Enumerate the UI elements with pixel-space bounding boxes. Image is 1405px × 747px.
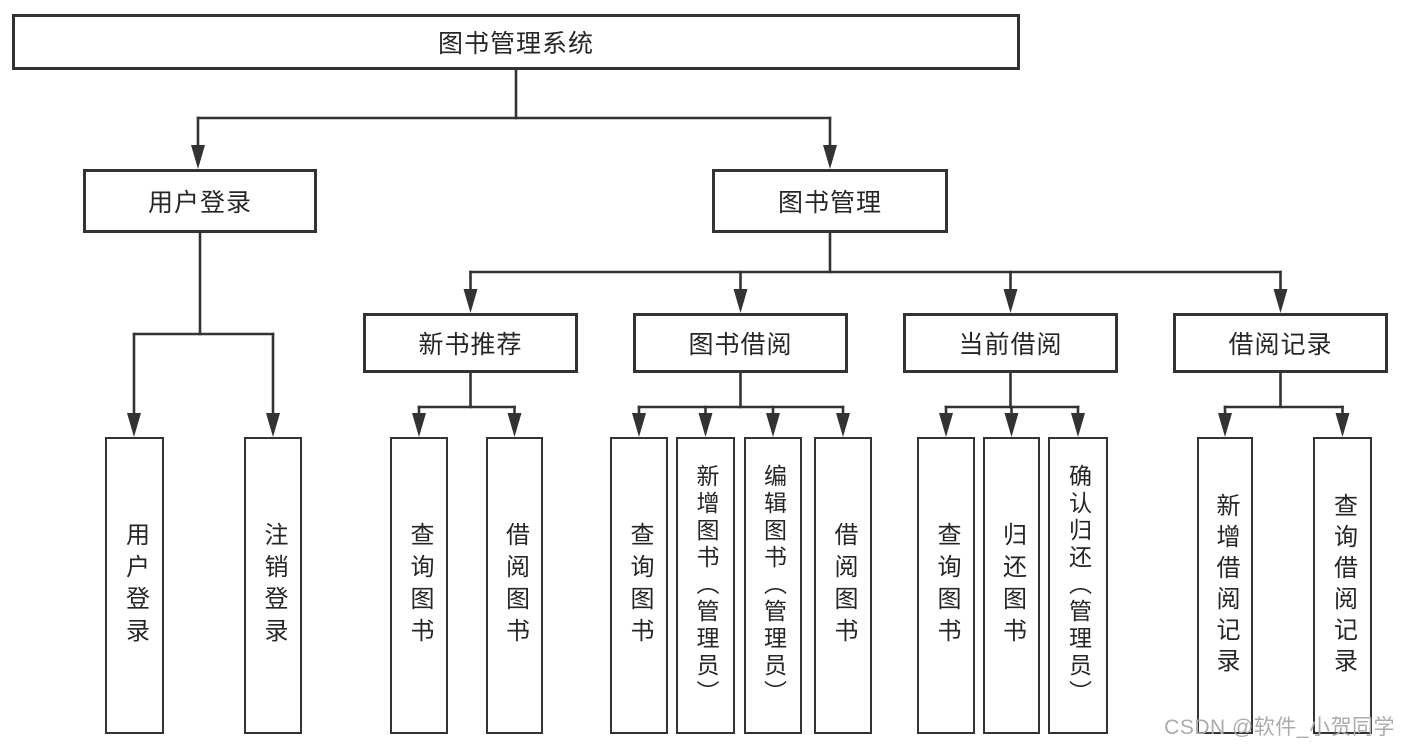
node-root-system: 图书管理系统 (12, 14, 1020, 70)
node-current-borrow: 当前借阅 (903, 313, 1118, 373)
leaf-query-books-current: 查询图书 (917, 437, 975, 734)
node-label: 新增图书（管理员） (693, 464, 719, 707)
connector-root-to-level2 (191, 68, 837, 169)
leaf-add-borrow-record: 新增借阅记录 (1197, 437, 1253, 734)
connector-new-book-group (412, 371, 522, 437)
leaf-borrow-books: 借阅图书 (814, 437, 872, 734)
node-borrow-record: 借阅记录 (1173, 313, 1388, 373)
connector-book-management-to-level3 (463, 231, 1288, 313)
connector-borrow-record-group (1218, 371, 1350, 437)
node-label: 新增借阅记录 (1212, 492, 1239, 679)
node-label: 查询图书 (626, 521, 653, 650)
node-label: 归还图书 (998, 521, 1026, 650)
leaf-user-login: 用户登录 (105, 437, 164, 734)
leaf-query-books-borrow: 查询图书 (610, 437, 668, 734)
node-new-book-recommend: 新书推荐 (363, 313, 578, 373)
leaf-borrow-books-recommend: 借阅图书 (486, 437, 543, 734)
connector-current-borrow-group (939, 371, 1085, 437)
node-book-management: 图书管理 (712, 169, 948, 233)
csdn-watermark: CSDN @软件_小贺同学 (1164, 716, 1395, 739)
leaf-edit-book-admin: 编辑图书（管理员） (744, 437, 802, 734)
node-label: 查询图书 (933, 521, 960, 650)
leaf-query-borrow-record: 查询借阅记录 (1313, 437, 1372, 734)
node-label: 查询图书 (406, 521, 433, 650)
leaf-query-books-recommend: 查询图书 (390, 437, 448, 734)
node-label: 用户登录 (147, 189, 252, 217)
node-label: 用户登录 (121, 521, 149, 650)
leaf-confirm-return-admin: 确认归还（管理员） (1048, 437, 1108, 734)
node-book-borrow: 图书借阅 (633, 313, 848, 373)
node-label: 图书管理系统 (437, 30, 594, 58)
node-label: 借阅图书 (501, 521, 529, 650)
node-label: 借阅记录 (1228, 331, 1333, 359)
leaf-return-book: 归还图书 (983, 437, 1040, 734)
node-user-login: 用户登录 (83, 169, 317, 233)
node-label: 编辑图书（管理员） (760, 464, 787, 707)
node-label: 查询借阅记录 (1329, 492, 1357, 679)
node-label: 确认归还（管理员） (1065, 464, 1092, 707)
node-label: 图书管理 (777, 189, 882, 217)
node-label: 注销登录 (260, 521, 287, 650)
leaf-add-book-admin: 新增图书（管理员） (676, 437, 735, 734)
node-label: 图书借阅 (688, 331, 793, 359)
connector-user-login-group (127, 231, 280, 437)
node-label: 当前借阅 (958, 331, 1063, 359)
node-label: 新书推荐 (418, 331, 523, 359)
leaf-logout: 注销登录 (244, 437, 302, 734)
connector-book-borrow-group (632, 371, 850, 437)
node-label: 借阅图书 (830, 521, 857, 650)
